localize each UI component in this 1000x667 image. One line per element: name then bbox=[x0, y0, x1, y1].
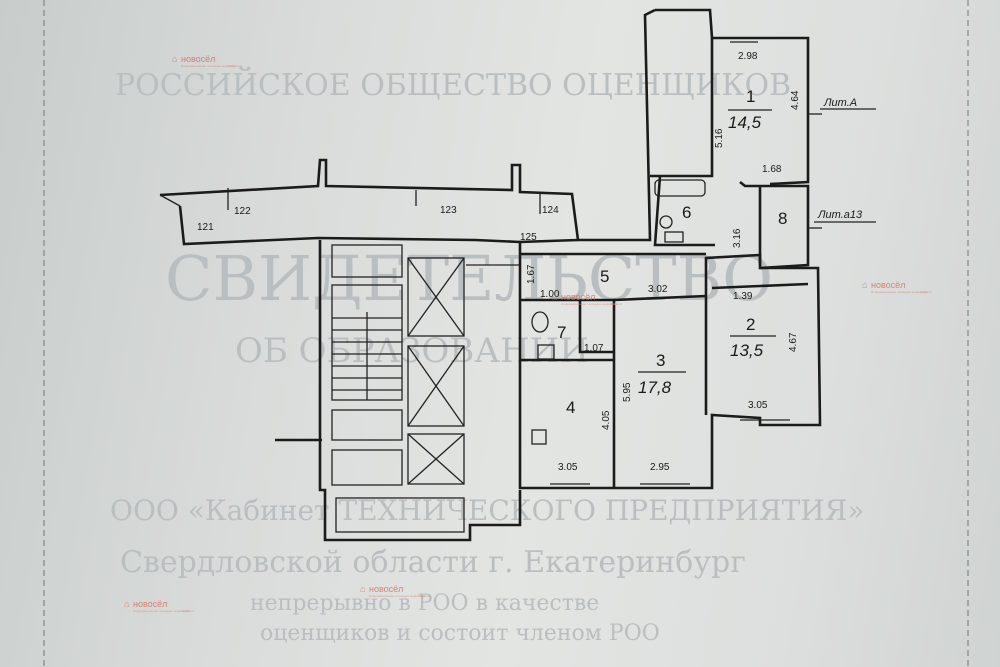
room-7-number: 7 bbox=[557, 323, 566, 342]
watermark-badge: ГОДА bbox=[920, 290, 928, 294]
watermark-badge: ГОДА bbox=[418, 594, 426, 598]
watermark-2: ⌂ новосёл Информационная площадка недвиж… bbox=[552, 292, 622, 306]
room-4-number: 4 bbox=[566, 398, 575, 417]
room-6-number: 6 bbox=[682, 203, 691, 222]
dim-r5-bottom-left: 1.00 bbox=[540, 289, 560, 300]
room-2-area: 13,5 bbox=[730, 341, 764, 360]
room-5-number: 5 bbox=[600, 267, 609, 286]
corridor-125: 125 bbox=[520, 232, 537, 243]
watermark-brand: новосёл bbox=[561, 292, 595, 302]
dim-r4-side: 4.05 bbox=[601, 410, 612, 430]
watermark-brand: новосёл bbox=[369, 584, 403, 594]
dim-r4-bottom: 3.05 bbox=[558, 462, 578, 473]
watermark-4: ⌂ новосёл Информационная площадка недвиж… bbox=[124, 599, 194, 613]
bg-line-7: оценщиков и состоит членом РОО bbox=[260, 621, 660, 646]
corridor-124: 124 bbox=[542, 205, 559, 216]
watermark-tagline: Информационная площадка недвижимости bbox=[871, 290, 932, 294]
label-lit-a13: Лит.а13 bbox=[817, 209, 863, 221]
dim-r8-left: 3.16 bbox=[732, 228, 743, 248]
watermark-badge: ГОДА bbox=[228, 64, 236, 68]
corridor-121: 121 bbox=[197, 222, 214, 233]
watermark-brand: новосёл bbox=[181, 54, 215, 64]
dim-r1-left: 5.16 bbox=[714, 128, 725, 148]
dim-r3-side: 5.95 bbox=[622, 382, 633, 402]
room-1-area: 14,5 bbox=[728, 113, 762, 132]
watermark-brand: новосёл bbox=[133, 599, 167, 609]
dim-r5-left: 1.67 bbox=[526, 264, 537, 284]
watermark-1: ⌂ новосёл Информационная площадка недвиж… bbox=[172, 54, 242, 68]
watermark-logo-icon: ⌂ bbox=[862, 280, 867, 290]
watermark-logo-icon: ⌂ bbox=[552, 292, 557, 302]
dim-r1-top: 2.98 bbox=[738, 51, 758, 62]
watermark-tagline: Информационная площадка недвижимости bbox=[369, 594, 430, 598]
room-3-area: 17,8 bbox=[638, 378, 672, 397]
room-8-number: 8 bbox=[778, 209, 787, 228]
dim-r2-bottom: 3.05 bbox=[748, 400, 768, 411]
corridor-122: 122 bbox=[234, 206, 251, 217]
dim-r1-bottom: 1.68 bbox=[762, 164, 782, 175]
watermark-3: ⌂ новосёл Информационная площадка недвиж… bbox=[862, 280, 932, 294]
watermark-logo-icon: ⌂ bbox=[360, 584, 365, 594]
watermark-badge: ГОДА bbox=[610, 302, 618, 306]
apartment-walls bbox=[518, 8, 822, 490]
room-2-number: 2 bbox=[746, 315, 755, 334]
watermark-badge: ГОДА bbox=[182, 609, 190, 613]
watermark-logo-icon: ⌂ bbox=[172, 54, 177, 64]
watermark-tagline: Информационная площадка недвижимости bbox=[561, 302, 622, 306]
bg-line-1: РОССИЙСКОЕ ОБЩЕСТВО ОЦЕНЩИКОВ bbox=[115, 66, 791, 103]
watermark-tagline: Информационная площадка недвижимости bbox=[133, 609, 194, 613]
room-3-number: 3 bbox=[656, 351, 665, 370]
bg-line-6: непрерывно в РОО в качестве bbox=[250, 591, 599, 616]
bg-line-4: ООО «Кабинет ТЕХНИЧЕСКОГО ПРЕДПРИЯТИЯ» bbox=[110, 494, 864, 527]
common-corridor bbox=[159, 8, 656, 246]
dim-r3-bottom: 2.95 bbox=[650, 462, 670, 473]
watermark-brand: новосёл bbox=[871, 280, 905, 290]
dim-r2-top: 1.39 bbox=[733, 291, 753, 302]
label-lit-a: Лит.А bbox=[823, 97, 857, 109]
watermark-logo-icon: ⌂ bbox=[124, 599, 129, 609]
corridor-123: 123 bbox=[440, 205, 457, 216]
dim-r1-side: 4.64 bbox=[790, 90, 801, 110]
watermark-5: ⌂ новосёл Информационная площадка недвиж… bbox=[360, 584, 430, 598]
bg-line-5: Свердловской области г. Екатеринбург bbox=[120, 545, 746, 580]
dim-r7-side: 1.07 bbox=[584, 343, 604, 354]
dim-r2-side: 4.67 bbox=[788, 332, 799, 352]
stairwell-block bbox=[275, 240, 522, 542]
dim-r5-top: 3.02 bbox=[648, 284, 668, 295]
room-1-number: 1 bbox=[746, 87, 755, 106]
watermark-tagline: Информационная площадка недвижимости bbox=[181, 64, 242, 68]
